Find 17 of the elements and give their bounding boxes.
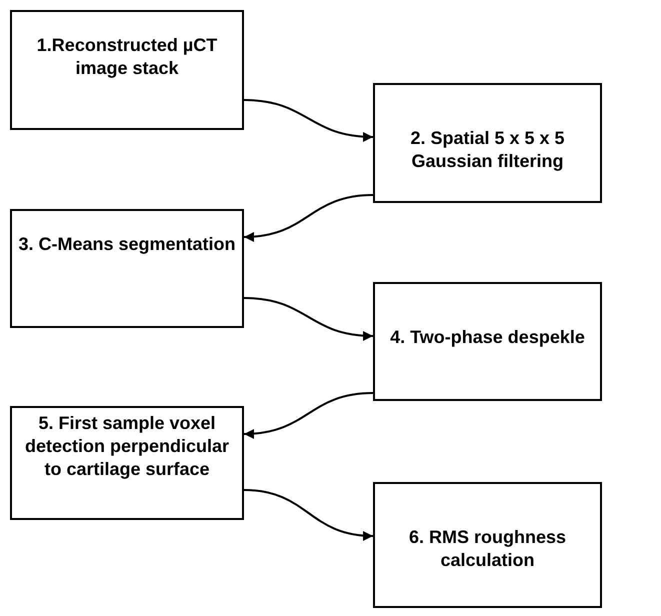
step-label: 6. RMS roughness calculation [408, 526, 568, 572]
process-box [10, 406, 244, 520]
curved-arrow [244, 297, 374, 340]
curved-arrow [244, 489, 374, 540]
process-box [373, 282, 602, 401]
process-box [10, 209, 244, 328]
step-label: 5. First sample voxel detection perpendicular to cartilage surface [24, 412, 230, 481]
step-label: 3. C-Means segmentation [18, 233, 236, 256]
process-box [373, 482, 602, 608]
step-label: 4. Two-phase despekle [389, 326, 586, 349]
curved-arrow [244, 392, 374, 438]
curved-arrow [244, 99, 374, 142]
process-box [10, 10, 244, 130]
curved-arrow [244, 194, 374, 242]
process-box [373, 83, 602, 203]
step-label: 2. Spatial 5 x 5 x 5 Gaussian filtering [409, 127, 566, 173]
step-label: 1.Reconstructed µCT image stack [36, 34, 218, 80]
